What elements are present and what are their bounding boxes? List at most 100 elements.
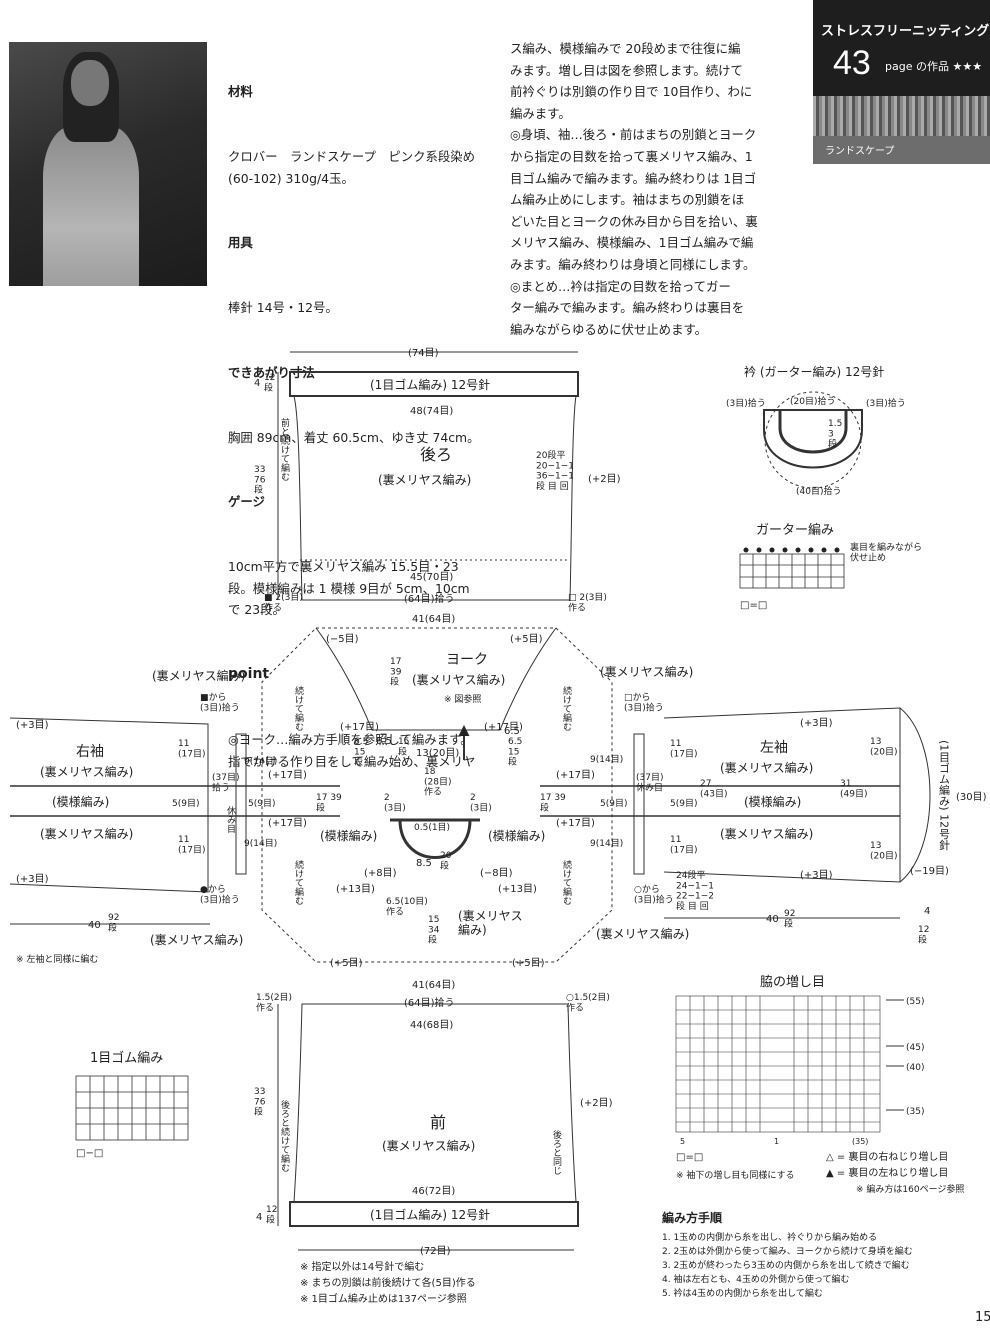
front-pickup: (64目)拾う bbox=[404, 996, 455, 1009]
collar-pick-3-right: (3目)拾う bbox=[866, 397, 906, 409]
yoke-inc-5-left: (+5目) bbox=[330, 958, 363, 969]
front-outline bbox=[293, 1003, 577, 1203]
yoke-inc-13-left: (+13目) bbox=[336, 884, 375, 895]
collar-pick-20: (20目)拾う bbox=[790, 395, 835, 407]
collar-pick-3-left: (3目)拾う bbox=[726, 397, 766, 409]
yoke-front-subtitle: (裏メリヤス編み) bbox=[458, 908, 523, 937]
model-figure-body bbox=[43, 126, 139, 286]
front-width: 44(68目) bbox=[410, 1020, 453, 1031]
garter-note: 裏目を編みながら伏せ止め bbox=[850, 541, 922, 563]
procedure-title: 編み方手順 bbox=[662, 1210, 723, 1225]
left-sleeve-y5: 5(9目) bbox=[600, 798, 627, 809]
point-text: ◎ヨーク…編み方手順を参照して編みます。 指でかける作り目をして編み始め、裏メリ… bbox=[228, 732, 476, 769]
left-sleeve-inc-top: (+3目) bbox=[800, 718, 833, 729]
yoke-rev-st-1: (裏メリヤス編み) bbox=[152, 668, 245, 683]
note-2: ※ まちの別鎖は前後続けて各(5目)作る bbox=[300, 1276, 476, 1289]
back-side-note: 前と続けて編む bbox=[279, 417, 290, 481]
yoke-bottom-width: 41(64目) bbox=[412, 980, 455, 991]
right-sleeve-inc-top: (+3目) bbox=[16, 720, 49, 731]
back-rib-band bbox=[289, 371, 579, 397]
collar-outer bbox=[763, 409, 863, 469]
left-sleeve-cuff-width: (30目) bbox=[956, 792, 987, 803]
back-rib-height: 4 bbox=[254, 378, 260, 389]
back-outline bbox=[293, 395, 577, 601]
front-same-note: 後ろと同じ bbox=[551, 1129, 562, 1175]
front-rib-band bbox=[289, 1201, 579, 1227]
tools-text: 棒針 14号・12号。 bbox=[228, 300, 338, 316]
yoke-inc-right: (+5目) bbox=[510, 634, 543, 645]
left-sleeve-w11b: 11(17目) bbox=[670, 835, 697, 855]
left-sleeve-rib: (1目ゴム編み) 12号針 bbox=[938, 740, 951, 851]
right-sleeve-from-2: ●から(3目)拾う bbox=[200, 884, 240, 905]
materials-text: クロバー ランドスケープ ピンク系段染め (60-102) 310g/4玉。 bbox=[228, 148, 476, 186]
side-inc-mark-4: (35) bbox=[906, 1107, 924, 1117]
yoke-pattern-right: (模様編み) bbox=[488, 828, 545, 843]
side-inc-title: 脇の増し目 bbox=[760, 975, 825, 990]
side-inc-legend-2: △ = 裏目の右ねじり増し目 bbox=[826, 1150, 948, 1163]
back-width: 48(74目) bbox=[410, 406, 453, 417]
right-sleeve-length: 40 bbox=[88, 920, 101, 931]
side-inc-x1: 5 bbox=[680, 1137, 685, 1146]
rib-legend: □−□ bbox=[76, 1148, 103, 1159]
badge-subtitle: page の作品 ★★★ bbox=[885, 60, 983, 73]
back-rib-label: (1目ゴム編み) 12号針 bbox=[370, 377, 490, 392]
badge-title: ストレスフリーニッティング bbox=[821, 24, 990, 39]
yoke-c2-right: 2(3目) bbox=[470, 793, 492, 813]
yoke-outline bbox=[261, 627, 613, 963]
materials-column: 材料 クロバー ランドスケープ ピンク系段染め (60-102) 310g/4玉… bbox=[228, 38, 498, 794]
procedure-step-5: 5. 衿は4玉めの内側から糸を出して編む bbox=[662, 1287, 823, 1299]
left-sleeve-inc17-top: (+17目) bbox=[556, 770, 595, 781]
left-sleeve-title: 左袖 bbox=[760, 740, 788, 756]
left-sleeve-w5: 5(9目) bbox=[670, 798, 697, 809]
yoke-c85: 8.5 bbox=[416, 858, 432, 869]
procedure-step-1: 1. 1玉めの内側から糸を出し、衿ぐりから編み始める bbox=[662, 1231, 877, 1243]
collar-title: 衿 (ガーター編み) 12号針 bbox=[744, 364, 884, 379]
instructions-column: ス編み、模様編みで 20段めまで往復に編 みます。増し目は図を参照します。続けて… bbox=[510, 41, 758, 337]
left-sleeve-rev-a: (裏メリヤス編み) bbox=[720, 760, 813, 775]
left-sleeve-outline bbox=[663, 707, 901, 883]
procedure-step-4: 4. 袖は左右とも、4玉めの外側から使って編む bbox=[662, 1273, 849, 1285]
front-subtitle: (裏メリヤス編み) bbox=[382, 1138, 475, 1153]
right-sleeve-rest: 休み目 bbox=[225, 805, 236, 833]
left-sleeve-dec-19: (−19目) bbox=[910, 866, 949, 877]
yoke-inc-17-right: (+17目) bbox=[484, 722, 523, 733]
gauge-text: 10cm平方で裏メリヤス編み 15.5目・23 段。模様編みは 1 模様 9目が… bbox=[228, 559, 470, 618]
start-arrowhead bbox=[458, 724, 470, 737]
collar-pick-40: (40目)拾う bbox=[796, 485, 841, 497]
badge-number: 43 bbox=[833, 44, 871, 82]
yoke-inc-5-right: (+5目) bbox=[512, 958, 545, 969]
back-top-width: (74目) bbox=[408, 348, 439, 359]
side-inc-mark-2: (45) bbox=[906, 1043, 924, 1053]
yoke-continue-4: 続けて編む bbox=[561, 859, 572, 905]
yoke-title: ヨーク bbox=[446, 652, 488, 668]
right-sleeve-rest-stitches bbox=[235, 733, 247, 875]
right-sleeve-w11b: 11(17目) bbox=[178, 835, 205, 855]
left-sleeve-cuff-curve bbox=[899, 707, 931, 883]
yoke-dec-8-right: (−8目) bbox=[480, 868, 513, 879]
right-sleeve-y5: 5(9目) bbox=[248, 798, 275, 809]
page-number: 15 bbox=[975, 1310, 990, 1325]
front-bottom-width: 46(72目) bbox=[412, 1186, 455, 1197]
back-pickup: (64目)拾う bbox=[404, 592, 455, 605]
yarn-label: ランドスケープ bbox=[825, 146, 895, 157]
garter-legend: □=□ bbox=[740, 600, 767, 611]
back-increase: (+2目) bbox=[588, 474, 621, 485]
left-sleeve-y9a: 9(14目) bbox=[590, 754, 623, 765]
collar-inner bbox=[778, 410, 848, 454]
left-sleeve-rib-height: 4 bbox=[924, 906, 930, 917]
yoke-ref: ※ 図参照 bbox=[444, 693, 481, 705]
front-title: 前 bbox=[430, 1113, 446, 1132]
yoke-inc-17-left: (+17目) bbox=[340, 722, 379, 733]
rib-title: 1目ゴム編み bbox=[90, 1050, 163, 1066]
size-text: 胸囲 89cm、着丈 60.5cm、ゆき丈 74cm。 bbox=[228, 429, 480, 445]
left-sleeve-from-2: ○から(3目)拾う bbox=[634, 884, 674, 905]
